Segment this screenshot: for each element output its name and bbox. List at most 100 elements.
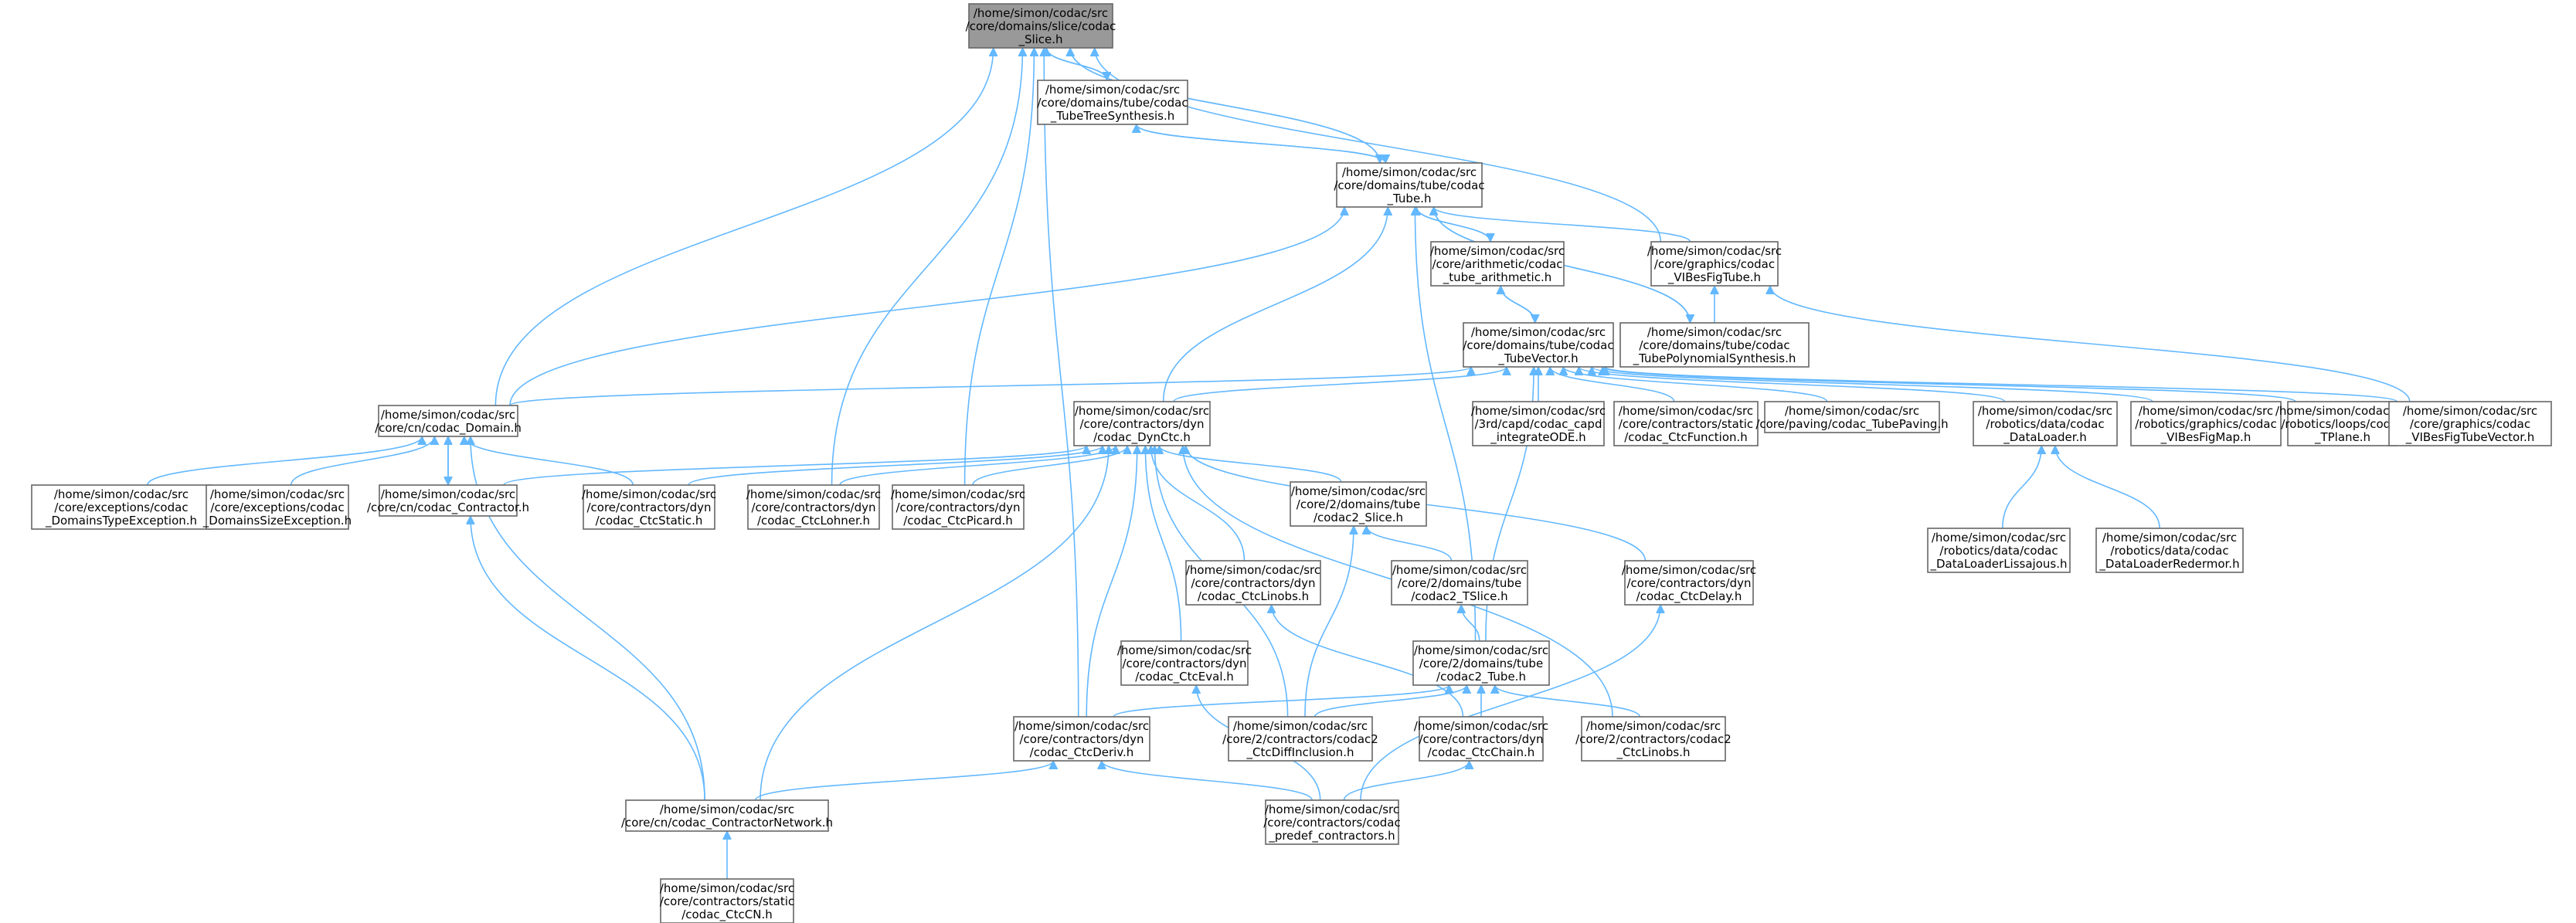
node-label-line: /home/simon/codac/src [1233,719,1368,733]
node-label-line: /codac_CtcCN.h [681,908,773,922]
node-box [1412,640,1550,686]
node-label-line: /core/contractors/dyn [586,501,711,514]
node-box [206,484,349,530]
node-c2diffinc[interactable]: /home/simon/codac/src/core/2/contractors… [1222,716,1378,762]
node-tubetree[interactable]: /home/simon/codac/src/core/domains/tube/… [1037,80,1188,125]
node-label-line: /home/simon/codac/src [2102,531,2237,545]
node-label-line: /core/contractors/dyn [1626,576,1751,590]
edge-cn-to-contractor [471,516,705,801]
node-label-line: /home/simon/codac/src [1785,404,1919,418]
node-box [968,3,1113,49]
node-label-line: /core/contractors/static [1619,417,1753,431]
node-vibestubevector[interactable]: /home/simon/codac/src/core/graphics/coda… [2388,401,2552,446]
edge-tplane-to-tubevector [1602,366,2296,402]
node-label-line: /robotics/loops/codac [2281,417,2404,431]
edge-tubetree-to-tube [1135,124,1386,164]
node-sizeexc[interactable]: /home/simon/codac/src/core/exceptions/co… [202,484,352,530]
node-c2linobs[interactable]: /home/simon/codac/src/core/2/contractors… [1575,716,1731,762]
node-ctcdelay[interactable]: /home/simon/codac/src/core/contractors/d… [1622,560,1756,606]
node-label-line: /core/2/domains/tube [1398,576,1521,590]
node-c2tslice[interactable]: /home/simon/codac/src/core/2/domains/tub… [1391,560,1528,606]
node-label-line: _DataLoaderLissajous.h [1930,557,2068,572]
edge-dynctc-to-tubevector [1173,366,1507,402]
node-box [1463,322,1614,368]
node-ctcchain[interactable]: /home/simon/codac/src/core/contractors/d… [1414,716,1548,762]
node-label-line: /home/simon/codac/src [381,408,515,422]
node-label-line: _predef_contractors.h [1268,829,1395,843]
edge-c2slice-to-dynctc [1159,445,1342,483]
node-label-line: /home/simon/codac/src [1586,719,1721,733]
node-label-line: /home/simon/codac/src [1045,83,1180,97]
node-label-line: /home/simon/codac/src [660,803,794,816]
node-label-line: /robotics/data/codac [2110,544,2228,558]
node-ctcderiv[interactable]: /home/simon/codac/src/core/contractors/d… [1013,716,1150,762]
edge-lissajous-to-dataloader [2002,446,2041,529]
edge-vibestubevector-to-tubevector [1606,366,2398,402]
node-cn[interactable]: /home/simon/codac/src/core/cn/codac_Cont… [621,799,833,832]
node-label-line: /home/simon/codac/src [974,6,1108,20]
node-dynctc[interactable]: /home/simon/codac/src/core/contractors/d… [1073,401,1211,446]
node-label-line: /core/domains/tube/codac [1037,96,1188,110]
node-tubearith[interactable]: /home/simon/codac/src/core/arithmetic/co… [1430,241,1565,287]
node-box [1619,322,1810,368]
edge-contractor-to-dynctc [503,445,1086,486]
node-label-line: /home/simon/codac/src [1932,531,2066,545]
node-label-line: /codac_CtcDeriv.h [1030,745,1134,760]
node-vibesmap[interactable]: /home/simon/codac/src/robotics/graphics/… [2130,401,2282,446]
node-label-line: /core/cn/codac_Contractor.h [367,501,529,515]
node-label-line: /codac_CtcEval.h [1135,670,1234,684]
node-tubepoly[interactable]: /home/simon/codac/src/core/domains/tube/… [1619,322,1810,368]
node-contractor[interactable]: /home/simon/codac/src/core/cn/codac_Cont… [367,484,529,517]
node-tplane[interactable]: /home/simon/codac/src/robotics/loops/cod… [2275,401,2410,446]
node-label-line: /home/simon/codac/src [2139,404,2273,418]
node-predef[interactable]: /home/simon/codac/src/core/contractors/c… [1263,799,1401,845]
node-label-line: /core/domains/tube/codac [1463,338,1613,352]
node-tubevector[interactable]: /home/simon/codac/src/core/domains/tube/… [1463,322,1614,368]
node-dataloader[interactable]: /home/simon/codac/src/robotics/data/coda… [1973,401,2118,446]
node-ctceval[interactable]: /home/simon/codac/src/core/contractors/d… [1117,640,1252,686]
node-box [1037,80,1188,125]
edge-ctcstatic-to-domain [464,436,634,486]
node-tubepaving[interactable]: /home/simon/codac/src/core/paving/codac_… [1755,401,1949,433]
edge-slice-to-tube [1069,47,1380,163]
node-ctcpicard[interactable]: /home/simon/codac/src/core/contractors/d… [891,484,1025,530]
node-ctccn[interactable]: /home/simon/codac/src/core/contractors/s… [660,878,794,923]
node-c2tube[interactable]: /home/simon/codac/src/core/2/domains/tub… [1412,640,1550,686]
node-slice[interactable]: /home/simon/codac/src/core/domains/slice… [966,3,1116,49]
node-lissajous[interactable]: /home/simon/codac/src/robotics/data/coda… [1927,528,2071,573]
node-typeexc[interactable]: /home/simon/codac/src/core/exceptions/co… [31,484,212,530]
node-label-line: /core/cn/codac_Domain.h [375,421,522,436]
node-box [1472,401,1605,446]
edge-tube-to-tubearith [1415,206,1490,243]
node-label-line: /codac_CtcLinobs.h [1198,589,1309,604]
node-vibestube[interactable]: /home/simon/codac/src/core/graphics/coda… [1647,241,1782,287]
nodes-layer: /home/simon/codac/src/core/domains/slice… [31,3,2552,923]
node-box [1624,560,1754,606]
node-box [1650,241,1779,287]
node-label-line: /core/domains/tube/codac [1334,178,1484,192]
node-label-line: /core/contractors/dyn [1122,657,1246,670]
node-ctcstatic[interactable]: /home/simon/codac/src/core/contractors/d… [582,484,716,530]
node-label-line: /home/simon/codac/src [1430,244,1565,258]
node-box [1120,640,1249,686]
node-label-line: /robotics/data/codac [1939,544,2058,558]
node-label-line: /core/contractors/dyn [1019,732,1144,746]
node-label-line: _CtcDiffInclusion.h [1246,745,1354,760]
node-box [378,405,518,437]
node-redermor[interactable]: /home/simon/codac/src/robotics/data/coda… [2095,528,2244,573]
node-ctcfunction[interactable]: /home/simon/codac/src/core/contractors/s… [1613,401,1759,446]
node-label-line: _DomainsSizeException.h [202,514,352,528]
node-tube[interactable]: /home/simon/codac/src/core/domains/tube/… [1334,162,1485,208]
node-box [2130,401,2282,446]
node-capd[interactable]: /home/simon/codac/src/3rd/capd/codac_cap… [1471,401,1606,446]
node-ctclinobs[interactable]: /home/simon/codac/src/core/contractors/d… [1185,560,1321,606]
node-ctclohner[interactable]: /home/simon/codac/src/core/contractors/d… [746,484,881,530]
node-box [1613,401,1759,446]
node-label-line: _VIBesFigTubeVector.h [2405,430,2535,445]
node-c2slice[interactable]: /home/simon/codac/src/core/2/domains/tub… [1290,481,1427,527]
node-label-line: /core/contractors/dyn [1191,576,1315,590]
node-domain[interactable]: /home/simon/codac/src/core/cn/codac_Doma… [375,405,522,437]
node-label-line: /core/paving/codac_TubePaving.h [1755,417,1948,432]
node-box [1073,401,1211,446]
